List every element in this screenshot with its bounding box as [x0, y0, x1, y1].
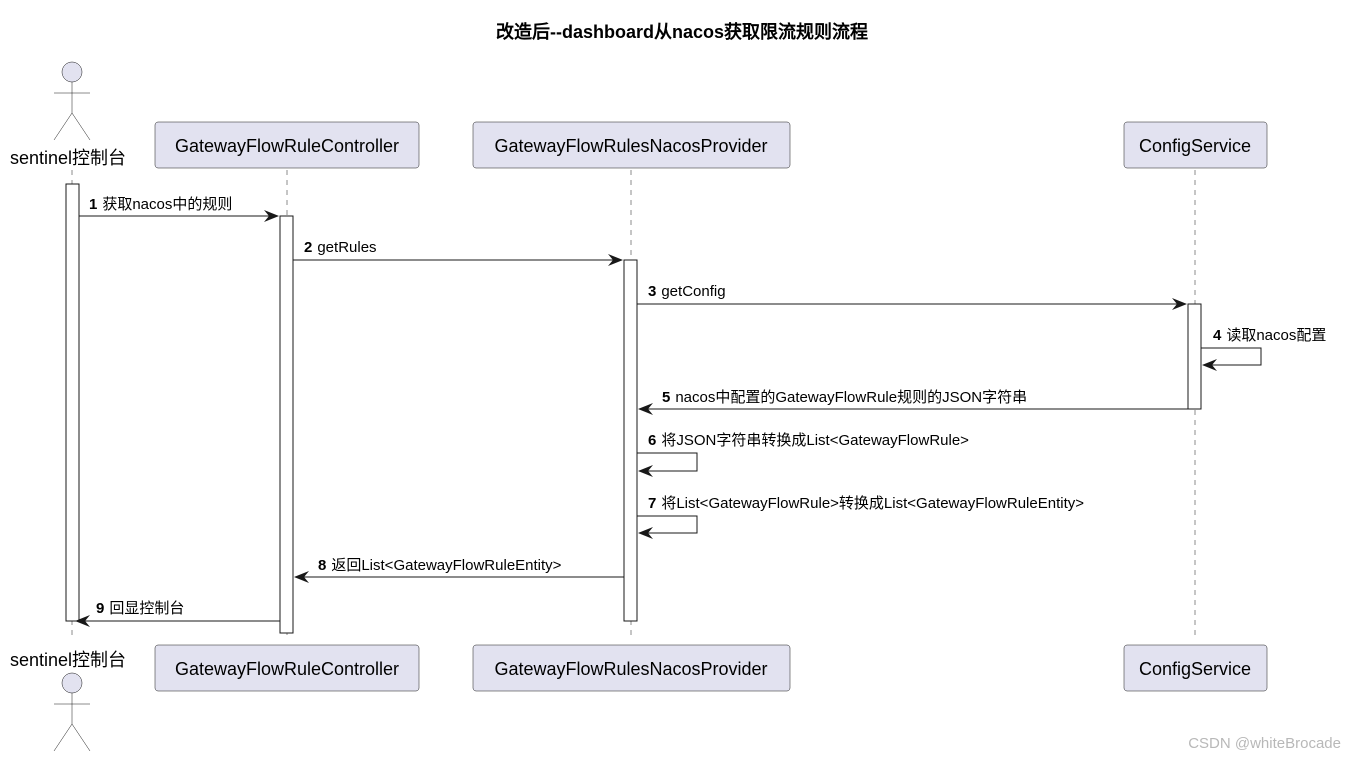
actor-console-bottom: sentinel控制台 [10, 650, 126, 752]
actor-console-top: sentinel控制台 [10, 61, 126, 168]
arrowhead-icon [294, 571, 309, 583]
arrowhead-icon [638, 403, 653, 415]
participant-config-bottom: ConfigService [1123, 644, 1268, 692]
arrowhead-icon [608, 254, 623, 266]
arrowhead-icon [75, 615, 90, 627]
message-arrow-line [637, 452, 698, 472]
participant-name-console-top: sentinel控制台 [10, 148, 126, 168]
participant-box [472, 644, 791, 692]
arrowhead-icon [264, 210, 279, 222]
participant-name-controller-top: GatewayFlowRuleController [175, 136, 399, 156]
arrowhead-icon [638, 465, 653, 477]
participant-controller-bottom: GatewayFlowRuleController [154, 644, 420, 692]
participant-name-console-bottom: sentinel控制台 [10, 650, 126, 670]
participant-box [1123, 644, 1268, 692]
participant-provider-top: GatewayFlowRulesNacosProvider [472, 121, 791, 169]
participant-box [1123, 121, 1268, 169]
arrowhead-icon [1172, 298, 1187, 310]
message-arrow-line [1201, 347, 1262, 366]
participant-controller-top: GatewayFlowRuleController [154, 121, 420, 169]
arrowhead-icon [1202, 359, 1217, 371]
participant-box [154, 121, 420, 169]
actor-head-icon [61, 61, 83, 83]
participant-config-top: ConfigService [1123, 121, 1268, 169]
participant-name-controller-bottom: GatewayFlowRuleController [175, 659, 399, 679]
participant-name-provider-bottom: GatewayFlowRulesNacosProvider [494, 659, 767, 679]
watermark: CSDN @whiteBrocade [1188, 735, 1341, 752]
actor-head-icon [61, 672, 83, 694]
participant-provider-bottom: GatewayFlowRulesNacosProvider [472, 644, 791, 692]
participant-name-provider-top: GatewayFlowRulesNacosProvider [494, 136, 767, 156]
activation-provider [623, 259, 638, 622]
participant-name-config-top: ConfigService [1139, 136, 1251, 156]
arrowhead-icon [638, 527, 653, 539]
participant-box [472, 121, 791, 169]
actor-body-icon [53, 693, 91, 752]
activation-config [1187, 303, 1202, 410]
participant-name-config-bottom: ConfigService [1139, 659, 1251, 679]
activation-controller [279, 215, 294, 634]
actor-body-icon [53, 82, 91, 141]
participant-box [154, 644, 420, 692]
diagram-title: 改造后--dashboard从nacos获取限流规则流程 [496, 21, 868, 42]
message-arrow-line [637, 515, 698, 534]
activation-console [65, 183, 80, 622]
